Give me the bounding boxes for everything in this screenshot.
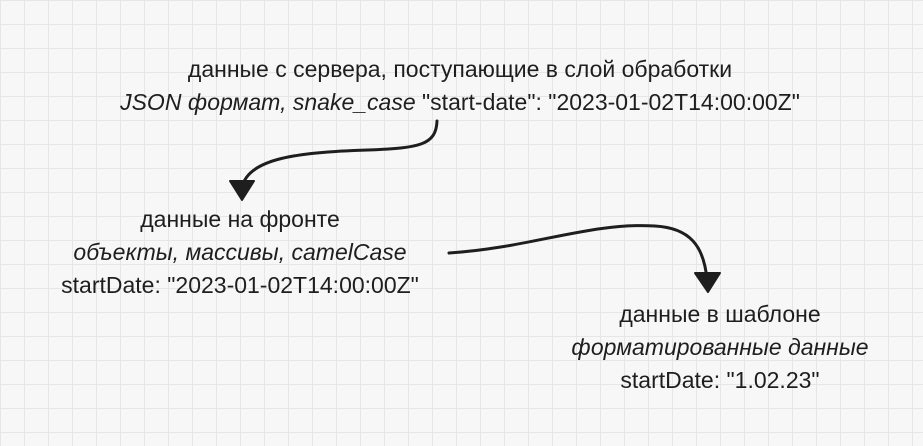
front-data-format: объекты, массивы, camelCase [20,236,460,269]
server-data-format-italic: JSON формат, snake_case [120,89,416,115]
template-data-format-italic: форматированные данные [571,334,869,360]
template-data-format: форматированные данные [510,331,923,364]
arrow-server-to-front [229,119,439,201]
arrow-front-to-template-line [447,224,709,282]
server-data-example: "start-date": "2023-01-02T14:00:00Z" [415,89,800,115]
arrow-front-to-template [447,224,721,293]
arrow-server-to-front-line [240,119,439,190]
template-data-node: данные в шаблоне форматированные данные … [510,298,923,397]
front-data-format-italic: объекты, массивы, camelCase [73,239,407,265]
server-data-format: JSON формат, snake_case "start-date": "2… [60,86,860,119]
front-data-example: startDate: "2023-01-02T14:00:00Z" [61,272,419,298]
server-data-node: данные с сервера, поступающие в слой обр… [60,53,860,119]
arrow-server-to-front-head [229,180,255,201]
front-data-node: данные на фронте объекты, массивы, camel… [20,203,460,302]
arrow-front-to-template-head [694,272,721,293]
server-data-title: данные с сервера, поступающие в слой обр… [187,56,733,82]
template-data-title: данные в шаблоне [619,301,821,327]
template-data-example: startDate: "1.02.23" [620,367,820,393]
front-data-title: данные на фронте [140,206,340,232]
